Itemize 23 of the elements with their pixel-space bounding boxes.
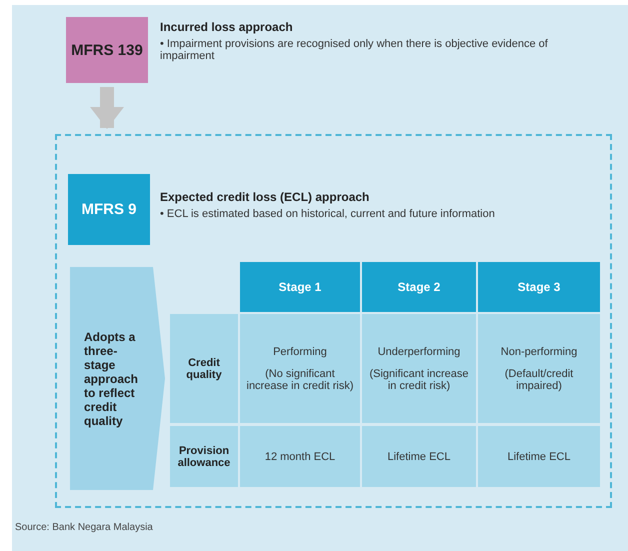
row-header: Credit quality [170, 314, 238, 423]
table-cell: 12 month ECL [240, 426, 360, 487]
column-header: Stage 3 [478, 262, 600, 312]
column-header: Stage 1 [240, 262, 360, 312]
cell-text: Underperforming [378, 346, 460, 358]
standard-box: MFRS 139 [66, 17, 148, 83]
standard-box: MFRS 9 [68, 174, 150, 245]
arrow [90, 87, 124, 129]
cell-text: Non-performing [500, 346, 578, 358]
column-header: Stage 2 [362, 262, 476, 312]
bullet-text: • ECL is estimated based on historical, current and future information [160, 208, 496, 220]
approach-heading: Expected credit loss (ECL) approach [160, 190, 370, 204]
approach-heading: Incurred loss approach [160, 20, 293, 34]
cell-text: (Significant increase in credit risk) [368, 368, 470, 392]
table-cell: Lifetime ECL [478, 426, 600, 487]
bullet-text: • Impairment provisions are recognised only when there is objective evidence of impairment [160, 38, 549, 62]
chevron-shape: Adopts a three-stage approach to reflect credit quality [70, 267, 165, 490]
cell-text: Performing [273, 346, 327, 358]
source-caption: Source: Bank Negara Malaysia [15, 522, 153, 533]
table-cell: Lifetime ECL [362, 426, 476, 487]
row-header: Provision allowance [170, 426, 238, 487]
cell-text: (No significant increase in credit risk) [246, 368, 354, 392]
cell-text: (Default/credit impaired) [504, 368, 574, 392]
